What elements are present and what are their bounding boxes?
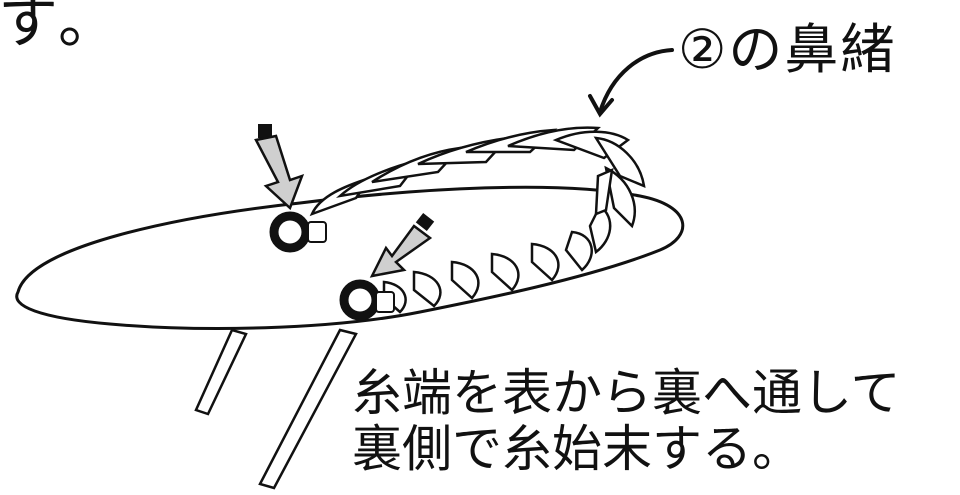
sandal-sole [15,185,685,330]
callout-arrow [588,48,674,118]
braided-strap [309,126,646,314]
instruction-line-2: 裏側で糸始末する。 [352,420,802,478]
knot-ring-right [339,279,395,321]
knot-ring-left [269,211,327,253]
sandal-legs [194,328,358,490]
pointer-arrow-right [369,212,435,278]
heading-fragment: す。 [0,0,124,57]
instruction-line-1: 糸端を表から裏へ通して [352,364,901,422]
pointer-arrow-left [254,124,305,211]
callout-label: ②の鼻緒 [678,18,897,81]
